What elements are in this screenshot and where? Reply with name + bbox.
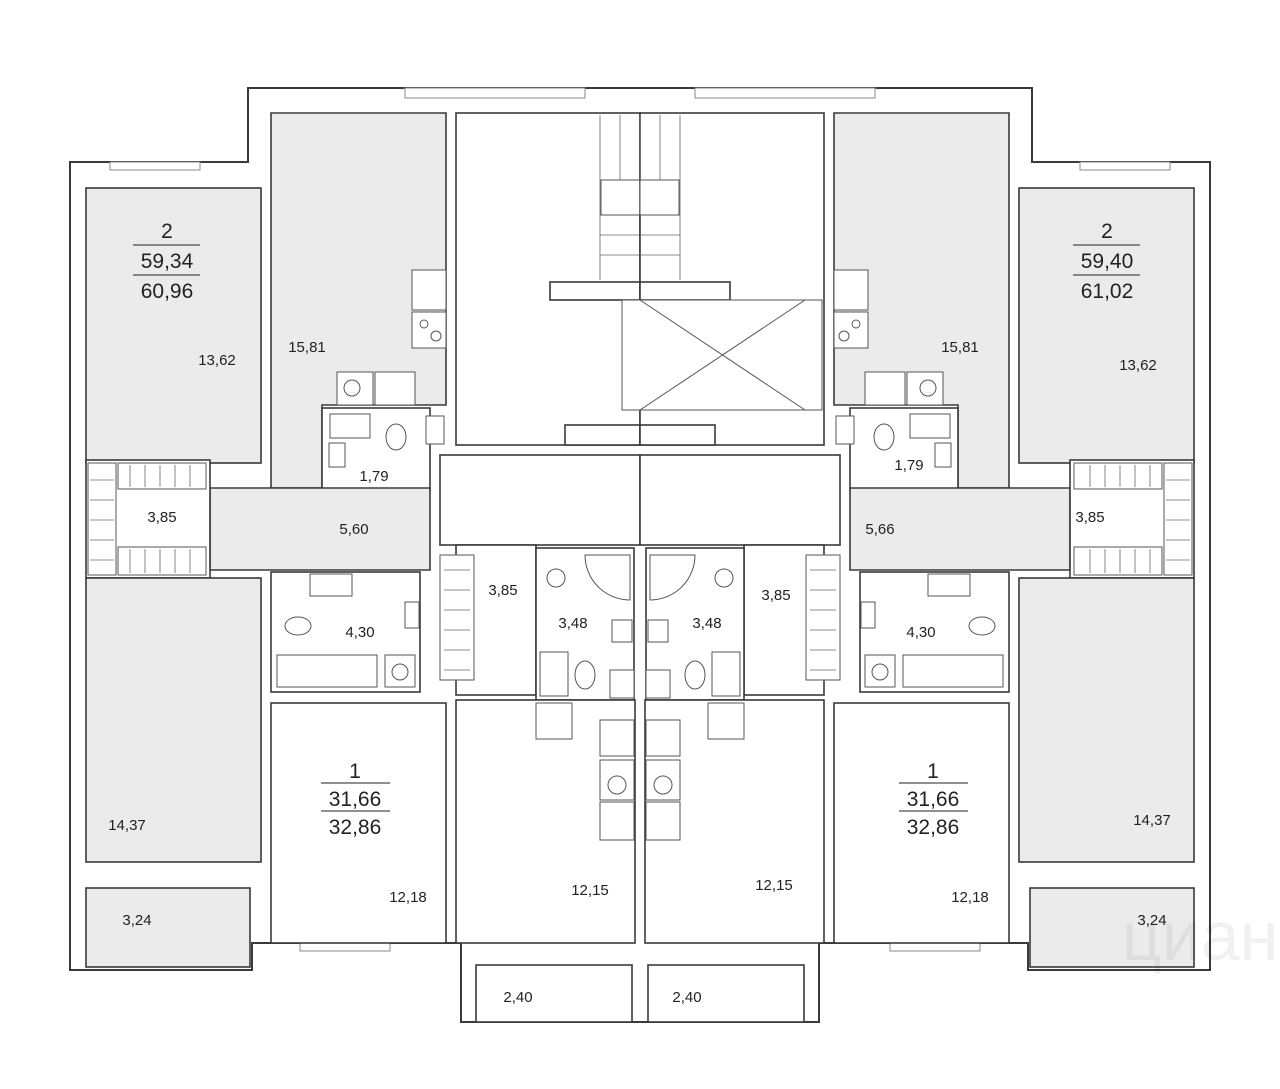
room-area-label: 12,15: [571, 882, 609, 899]
total-area: 32,86: [329, 816, 382, 839]
elevator-cross: [639, 299, 806, 411]
room-area-label: 4,30: [345, 624, 374, 641]
apartment-summary-right-1room[interactable]: 1 31,66 32,86: [899, 760, 968, 839]
room-area-label: 3,48: [558, 615, 587, 632]
room-count: 1: [349, 760, 361, 783]
room-area-label: 1,79: [359, 468, 388, 485]
room-area-label: 2,40: [503, 989, 532, 1006]
apartment-summary-right-2room[interactable]: 2 59,40 61,02: [1073, 220, 1140, 303]
room-area-label: 13,62: [198, 352, 236, 369]
room-area-label: 12,18: [389, 889, 427, 906]
room-area-label: 5,60: [339, 521, 368, 538]
total-area: 32,86: [907, 816, 960, 839]
room-area-label: 3,85: [147, 509, 176, 526]
room-area-label: 13,62: [1119, 357, 1157, 374]
living-area: 59,34: [141, 250, 194, 273]
room-area-label: 15,81: [941, 339, 979, 356]
room-count: 2: [1101, 220, 1113, 243]
room-area-label: 3,85: [1075, 509, 1104, 526]
left-half-plan: [69, 87, 641, 1023]
living-area: 31,66: [907, 788, 960, 811]
room-area-label: 14,37: [108, 817, 146, 834]
room-area-label: 14,37: [1133, 812, 1171, 829]
total-area: 61,02: [1081, 280, 1134, 303]
living-area: 31,66: [329, 788, 382, 811]
room-labels: 13,62 15,81 1,79 3,85 5,60 4,30 14,37 3,…: [108, 339, 1171, 1006]
apartment-summary-left-1room[interactable]: 1 31,66 32,86: [321, 760, 390, 839]
room-area-label: 4,30: [906, 624, 935, 641]
total-area: 60,96: [141, 280, 194, 303]
room-area-label: 3,85: [488, 582, 517, 599]
room-area-label: 3,24: [122, 912, 151, 929]
room-area-label: 3,85: [761, 587, 790, 604]
room-area-label: 12,18: [951, 889, 989, 906]
room-area-label: 15,81: [288, 339, 326, 356]
right-half-plan: [639, 87, 1211, 1023]
apartment-summary-left-2room[interactable]: 2 59,34 60,96: [133, 220, 200, 303]
watermark-logo: циан: [1122, 897, 1279, 975]
room-area-label: 12,15: [755, 877, 793, 894]
living-area: 59,40: [1081, 250, 1134, 273]
room-area-label: 3,24: [1137, 912, 1166, 929]
room-area-label: 1,79: [894, 457, 923, 474]
room-area-label: 3,48: [692, 615, 721, 632]
room-count: 2: [161, 220, 173, 243]
room-area-label: 5,66: [865, 521, 894, 538]
room-area-label: 2,40: [672, 989, 701, 1006]
room-count: 1: [927, 760, 939, 783]
